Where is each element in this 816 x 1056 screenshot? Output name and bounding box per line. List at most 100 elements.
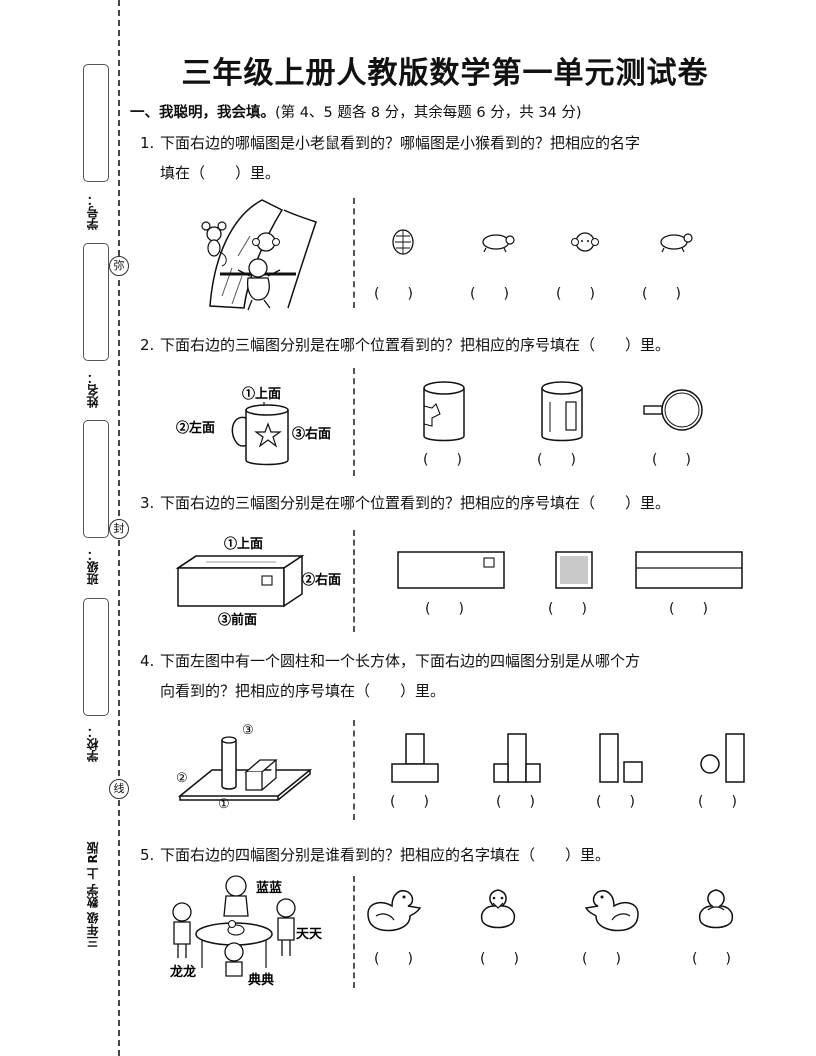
grade-edition-label: 三年级 数学 上 R版	[86, 842, 100, 948]
boy-diandian	[224, 942, 244, 977]
question-number: 4.	[140, 652, 155, 670]
label-top: ①上面	[242, 386, 281, 402]
view-right[interactable]	[599, 733, 643, 783]
name-box[interactable]	[83, 243, 109, 361]
question-4: 4. 下面左图中有一个圆柱和一个长方体，下面右边的四幅图分别是从哪个方 向看到的？…	[140, 646, 760, 706]
answer-blank[interactable]: ( )	[496, 794, 535, 810]
q4-view-options	[391, 733, 745, 783]
answer-blank[interactable]: ( )	[537, 452, 576, 468]
seal-feng: 封	[109, 519, 129, 539]
student-number-box[interactable]	[83, 64, 109, 182]
section-score-note: (第 4、5 题各 8 分，其余每题 6 分，共 34 分)	[275, 105, 582, 121]
duck-icon[interactable]	[480, 889, 516, 929]
turtle-icon[interactable]	[482, 234, 515, 253]
school-label: 学校：	[86, 726, 100, 762]
question-1: 1. 下面右边的哪幅图是小老鼠看到的？哪幅图是小猴看到的？把相应的名字 填在（ ）…	[140, 128, 760, 188]
q5-view-options	[367, 889, 734, 932]
question-text: 下面右边的三幅图分别是在哪个位置看到的？把相应的序号填在（ ）里。	[160, 336, 671, 354]
question-text-continued: 填在（ ）里。	[160, 164, 281, 182]
question-text-continued: 向看到的？把相应的序号填在（ ）里。	[160, 682, 446, 700]
mug-diagram: ①上面 ②左面 ③右面	[176, 386, 331, 466]
mug-front-view[interactable]	[423, 381, 465, 442]
question-text: 下面右边的三幅图分别是在哪个位置看到的？把相应的序号填在（ ）里。	[160, 494, 671, 512]
class-box[interactable]	[83, 420, 109, 538]
seal-xian: 线	[109, 779, 129, 799]
q2-view-options	[423, 381, 703, 442]
question-text: 下面右边的哪幅图是小老鼠看到的？哪幅图是小猴看到的？把相应的名字	[160, 134, 641, 152]
label-left: ②左面	[176, 420, 215, 436]
answer-blank[interactable]: ( )	[374, 951, 413, 967]
seal-mi: 弥	[109, 256, 129, 276]
class-label: 班级：	[86, 549, 100, 585]
name-tiantian: 天天	[296, 927, 323, 942]
q3-view-options	[397, 551, 743, 589]
label-top: ①上面	[224, 536, 263, 552]
section-title: 一、我聪明，我会填。	[130, 105, 275, 121]
answer-blank[interactable]: ( )	[642, 286, 681, 302]
answer-blank[interactable]: ( )	[470, 286, 509, 302]
answer-blank[interactable]: ( )	[374, 286, 413, 302]
boy-tiantian	[276, 898, 296, 956]
question-1-divider	[353, 198, 355, 308]
view-front[interactable]	[391, 733, 439, 783]
label-direction-2: ②	[176, 771, 188, 786]
student-number-label: 学号：	[86, 194, 100, 230]
name-label: 姓名：	[86, 372, 100, 408]
question-text: 下面右边的四幅图分别是谁看到的？把相应的名字填在（ ）里。	[160, 846, 611, 864]
label-front: ③前面	[218, 612, 257, 628]
question-2: 2. 下面右边的三幅图分别是在哪个位置看到的？把相应的序号填在（ ）里。	[140, 330, 760, 360]
answer-blank[interactable]: ( )	[692, 951, 731, 967]
answer-blank[interactable]: ( )	[582, 951, 621, 967]
box-front-view[interactable]	[397, 551, 505, 589]
question-2-divider	[353, 368, 355, 476]
answer-blank[interactable]: ( )	[480, 951, 519, 967]
school-box[interactable]	[83, 598, 109, 716]
mug-side-view[interactable]	[541, 381, 583, 442]
question-3-divider	[353, 530, 355, 632]
duck-icon[interactable]	[584, 890, 639, 932]
monkey-icon[interactable]	[571, 232, 599, 252]
page-title: 三年级上册人教版数学第一单元测试卷	[181, 56, 709, 91]
label-direction-1: ①	[218, 797, 230, 812]
mug-icon	[231, 404, 289, 466]
cylinder-cuboid-diagram: ③ ② ① ④	[176, 723, 313, 812]
turtle-icon[interactable]	[392, 229, 414, 255]
label-right: ②右面	[302, 572, 341, 588]
name-longlong: 龙龙	[170, 964, 196, 980]
monkey-icon	[252, 232, 280, 252]
boy-longlong	[172, 902, 192, 958]
turtle-icon[interactable]	[660, 233, 693, 253]
answer-blank[interactable]: ( )	[423, 452, 462, 468]
question-number: 3.	[140, 494, 155, 512]
answer-blank[interactable]: ( )	[596, 794, 635, 810]
mouse-icon	[201, 221, 227, 267]
question-5: 5.下面右边的四幅图分别是谁看到的？把相应的名字填在（ ）里。	[140, 840, 760, 870]
duck-icon	[227, 920, 245, 936]
duck-icon[interactable]	[698, 889, 734, 929]
box-right-view[interactable]	[555, 551, 593, 589]
question-text: 下面左图中有一个圆柱和一个长方体，下面右边的四幅图分别是从哪个方	[160, 652, 641, 670]
children-around-table-illustration: 蓝蓝 天天 龙龙 典典	[170, 875, 323, 988]
section-heading: 一、我聪明，我会填。(第 4、5 题各 8 分，其余每题 6 分，共 34 分)	[130, 101, 582, 122]
question-number: 1.	[140, 134, 155, 152]
question-3: 3. 下面右边的三幅图分别是在哪个位置看到的？把相应的序号填在（ ）里。	[140, 488, 760, 518]
name-lanlan: 蓝蓝	[256, 880, 282, 896]
view-top[interactable]	[700, 733, 745, 783]
q1-view-options	[392, 229, 693, 255]
label-direction-3: ③	[242, 723, 254, 738]
mountain-scene-illustration	[201, 199, 317, 311]
label-right: ③右面	[292, 426, 331, 442]
question-number: 2.	[140, 336, 155, 354]
duck-icon[interactable]	[367, 890, 422, 932]
answer-blank[interactable]: ( )	[698, 794, 737, 810]
question-5-divider	[353, 876, 355, 988]
answer-blank[interactable]: ( )	[390, 794, 429, 810]
mug-top-view[interactable]	[643, 389, 703, 431]
answer-blank[interactable]: ( )	[548, 601, 587, 617]
view-left[interactable]	[493, 733, 541, 783]
box-top-view[interactable]	[635, 551, 743, 589]
answer-blank[interactable]: ( )	[425, 601, 464, 617]
answer-blank[interactable]: ( )	[556, 286, 595, 302]
answer-blank[interactable]: ( )	[652, 452, 691, 468]
answer-blank[interactable]: ( )	[669, 601, 708, 617]
